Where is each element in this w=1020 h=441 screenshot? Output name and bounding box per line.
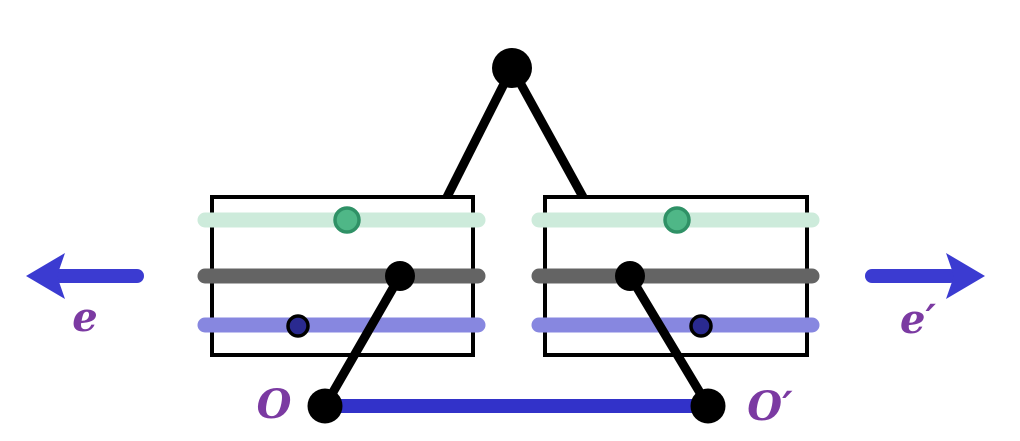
left-periwinkle-bar-navy-dot	[286, 314, 310, 338]
right-arrow-head	[946, 253, 985, 299]
apex-left-edge-line	[442, 65, 517, 200]
o-node-dot	[307, 388, 343, 424]
label-o: O	[257, 381, 292, 428]
apex-node-dot	[492, 48, 532, 88]
right-arrow-icon	[865, 253, 985, 299]
apex-right-edge-line	[508, 65, 587, 200]
label-e: e	[72, 294, 97, 341]
right-gray-bar-black-dot	[615, 261, 645, 291]
right-periwinkle-bar-navy-dot	[689, 314, 713, 338]
label-e-prime: e′	[900, 296, 936, 343]
right-teal-bar-green-dot	[663, 206, 691, 234]
left-arrow-head	[26, 253, 65, 299]
left-teal-bar-green-dot	[333, 206, 361, 234]
label-o-prime: O′	[747, 383, 793, 430]
left-gray-bar-black-dot	[385, 261, 415, 291]
left-arrow-icon	[26, 253, 144, 299]
right-black-dot-to-oprime-line	[625, 271, 713, 411]
oprime-node-dot	[690, 388, 726, 424]
left-black-dot-to-o-line	[320, 271, 405, 411]
